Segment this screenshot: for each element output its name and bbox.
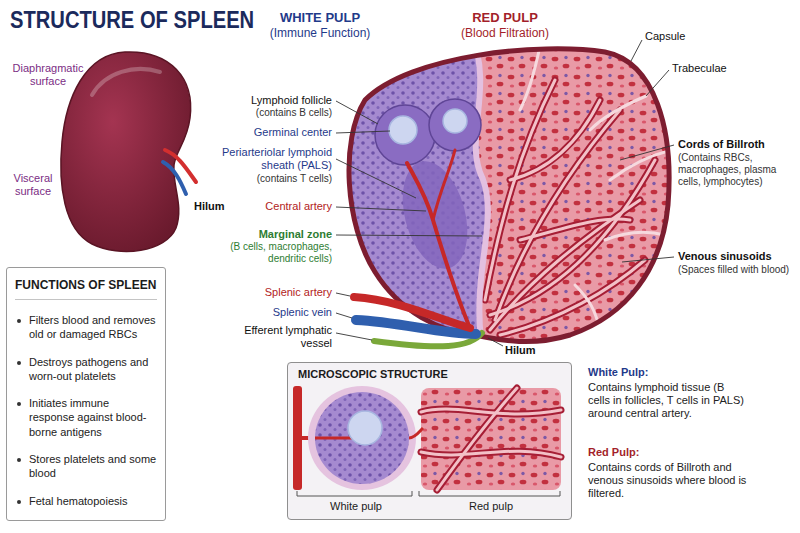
part-label: Cords of Billroth [678, 138, 794, 151]
panel-heading: MICROSCOPIC STRUCTURE [298, 368, 528, 381]
white-pulp [330, 40, 485, 340]
part-label: Periarteriolar lymphoid sheath (PALS) [192, 146, 332, 172]
marginal-zone [308, 386, 416, 490]
note-body: Contains lymphoid tissue (B cells in fol… [588, 381, 748, 421]
part-note: (contains B cells) [192, 107, 332, 119]
microscopic-panel: MICROSCOPIC STRUCTURE White pulp Red pulp [287, 362, 572, 520]
region-subheading: (Immune Function) [260, 26, 380, 40]
bullet-text: Destroys pathogens and worn-out platelet… [29, 355, 157, 384]
note-heading: Red Pulp: [588, 446, 788, 459]
part-label: Efferent lymphatic vessel [222, 324, 332, 350]
region-label: Red pulp [420, 500, 562, 513]
spleen-section [330, 40, 672, 346]
region-subheading: (Blood Filtration) [445, 26, 565, 40]
artery [293, 386, 302, 490]
part-label: Splenic artery [192, 286, 332, 299]
bracket [419, 491, 560, 496]
note-heading: White Pulp: [588, 366, 788, 379]
leader-lines [336, 40, 674, 346]
hilum-label: Hilum [194, 200, 234, 213]
external-spleen [61, 52, 196, 252]
surface-highlight [92, 69, 160, 95]
part-label: Marginal zone [192, 228, 332, 241]
part-note: (Contains RBCs, macrophages, plasma cell… [678, 152, 794, 188]
bullet-item: Filters blood and removes old or damaged… [15, 313, 157, 342]
box-heading: FUNCTIONS OF SPLEEN [15, 278, 157, 300]
germinal-center [443, 109, 467, 133]
bullet-item: Fetal hematopoiesis [15, 494, 157, 508]
part-label: Splenic vein [192, 306, 332, 319]
bullet-dot [17, 458, 21, 462]
region-heading: RED PULP [445, 10, 565, 26]
red-pulp [421, 388, 561, 490]
white-pulp [315, 392, 409, 484]
part-note: (B cells, macrophages, dendritic cells) [192, 241, 332, 265]
central-artery-branch [433, 150, 455, 220]
lymphoid-follicle [429, 99, 481, 151]
part-label: Lymphoid follicle [192, 94, 332, 107]
region-heading: WHITE PULP [260, 10, 380, 26]
bullet-dot [17, 361, 21, 365]
part-label: Trabeculae [672, 62, 762, 75]
surface-label: Diaphragmatic surface [6, 62, 90, 88]
bullet-item: Destroys pathogens and worn-out platelet… [15, 355, 157, 384]
lymphoid-follicle [375, 105, 435, 165]
part-label: Capsule [645, 30, 725, 43]
splenic-artery [354, 297, 470, 328]
region-label: White pulp [296, 500, 416, 513]
bullet-dot [17, 500, 21, 504]
germinal-center [389, 116, 417, 144]
functions-box: FUNCTIONS OF SPLEEN Filters blood and rem… [6, 267, 166, 521]
hilum-vein [163, 162, 186, 194]
part-note: (Spaces filled with blood) [678, 264, 790, 276]
part-label: Central artery [192, 200, 332, 213]
hilum-label: Hilum [505, 344, 555, 357]
surface-label: Visceral surface [6, 172, 60, 198]
bullet-text: Filters blood and removes old or damaged… [29, 313, 157, 342]
germinal-center [348, 411, 382, 445]
part-label: Venous sinusoids [678, 250, 790, 263]
microscopic-view [287, 362, 572, 520]
bracket [297, 491, 412, 496]
bullet-text: Stores platelets and some blood [29, 452, 157, 481]
capsule [349, 49, 669, 342]
bullet-item: Initiates immune response against blood-… [15, 396, 157, 439]
bullet-text: Initiates immune response against blood-… [29, 396, 157, 439]
part-label: Germinal center [192, 126, 332, 139]
part-note: (contains T cells) [192, 173, 332, 185]
bullet-text: Fetal hematopoiesis [29, 494, 127, 508]
bullet-dot [17, 402, 21, 406]
bullet-item: Stores platelets and some blood [15, 452, 157, 481]
note-body: Contains cords of Billroth and venous si… [588, 461, 748, 501]
bullet-dot [17, 319, 21, 323]
diagram-title: STRUCTURE OF SPLEEN [10, 6, 254, 34]
